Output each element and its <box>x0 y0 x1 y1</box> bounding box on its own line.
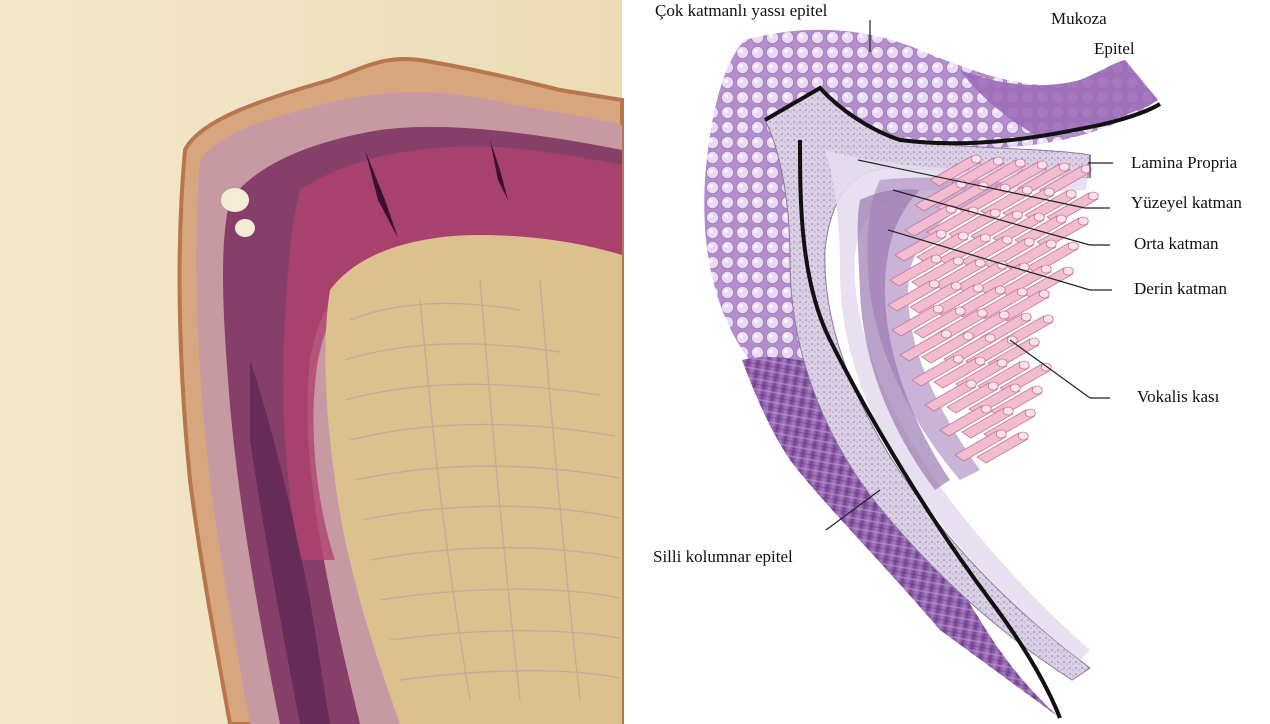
label-vokalis: Vokalis kası <box>1137 387 1220 406</box>
label-epitel: Epitel <box>1094 39 1135 58</box>
vocal-fold-diagram: Çok katmanlı yassı epitel Mukoza Epitel … <box>653 1 1242 718</box>
label-lamina-propria: Lamina Propria <box>1131 153 1238 172</box>
histology-micrograph <box>0 0 622 724</box>
label-derin: Derin katman <box>1134 279 1227 298</box>
label-silli: Silli kolumnar epitel <box>653 547 793 566</box>
label-orta: Orta katman <box>1134 234 1219 253</box>
label-cok-katmanli: Çok katmanlı yassı epitel <box>655 1 828 20</box>
label-mukoza: Mukoza <box>1051 9 1107 28</box>
label-yuzeyel: Yüzeyel katman <box>1131 193 1242 212</box>
